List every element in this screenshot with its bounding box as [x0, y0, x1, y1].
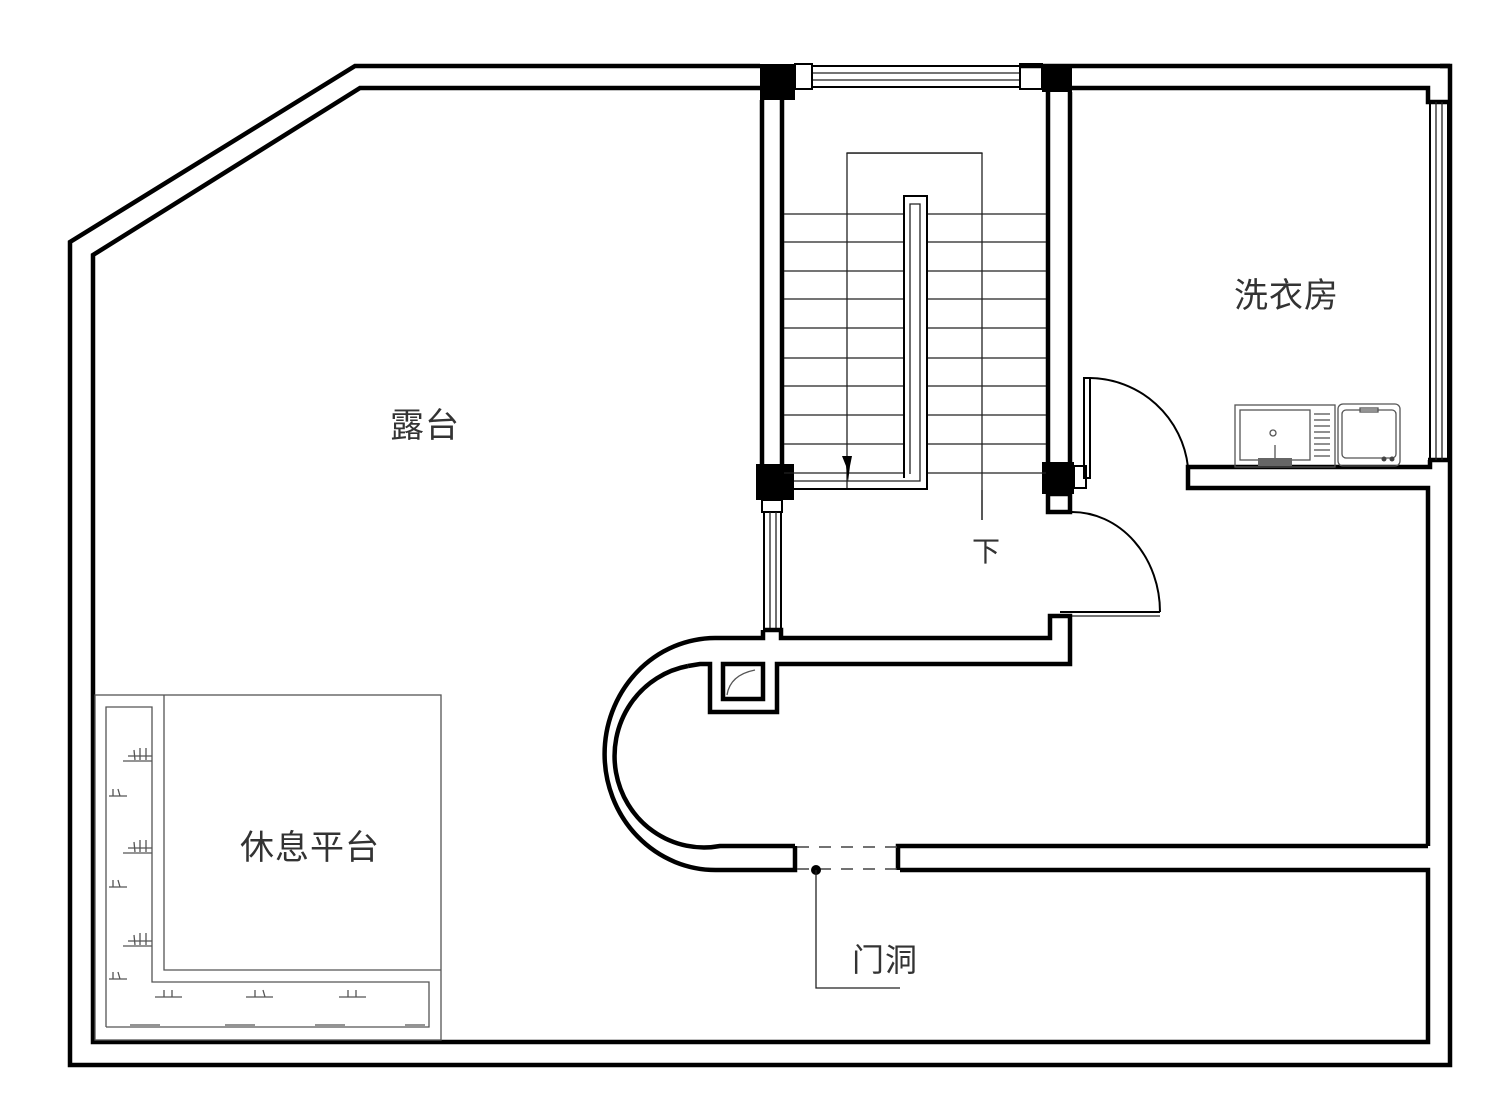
rest-platform	[94, 694, 442, 1041]
washing-machine	[1337, 403, 1401, 467]
stair-down-label: 下	[972, 535, 1002, 568]
room-label-rest-platform: 休息平台	[240, 828, 380, 868]
room-label-laundry: 洗衣房	[1234, 276, 1339, 316]
outer-wall	[67, 63, 1453, 1068]
stair-walls	[759, 92, 1087, 628]
planter-grass	[109, 748, 425, 1026]
laundry-window	[1429, 102, 1449, 460]
laundry-door[interactable]	[1083, 377, 1189, 479]
staircase	[784, 152, 1046, 520]
stair-hall-door[interactable]	[1060, 511, 1161, 617]
door-opening-label: 门洞	[852, 941, 919, 979]
stair-hall-walls	[687, 613, 1073, 715]
curved-wall	[602, 635, 1428, 873]
structural-columns	[756, 64, 1074, 500]
stair-window	[794, 63, 1043, 90]
door-opening[interactable]	[797, 846, 900, 989]
sink-fixture	[1234, 404, 1336, 468]
room-label-terrace: 露台	[390, 406, 460, 446]
